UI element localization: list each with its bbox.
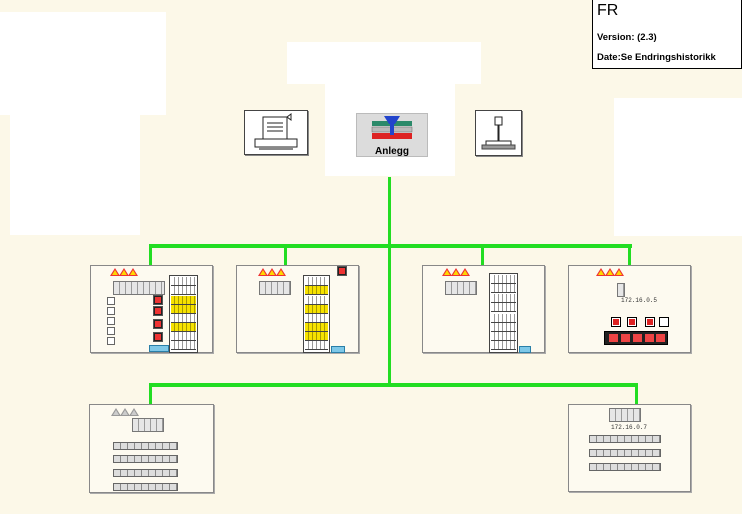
warning-icon — [110, 268, 120, 276]
io-indicator — [107, 337, 115, 345]
network-drop-2 — [284, 244, 287, 266]
station-5[interactable] — [89, 404, 214, 493]
warning-icon — [129, 408, 139, 416]
warning-icon — [119, 268, 129, 276]
io-bar — [113, 442, 178, 450]
station-1[interactable] — [90, 265, 213, 353]
plc-module — [259, 281, 291, 295]
io-indicator — [107, 327, 115, 335]
warning-icon — [276, 268, 286, 276]
alarm-indicator — [153, 332, 163, 342]
plc-module — [132, 418, 164, 432]
io-indicator — [107, 317, 115, 325]
warning-icon — [451, 268, 461, 276]
network-drop-3 — [481, 244, 484, 266]
warning-icon — [128, 268, 138, 276]
status-bar — [519, 346, 531, 353]
io-bar — [589, 449, 661, 457]
plc-module — [445, 281, 477, 295]
ip-address-label: 172.16.0.5 — [621, 297, 658, 304]
warning-icon — [267, 268, 277, 276]
network-drop-6 — [635, 383, 638, 405]
io-indicator — [107, 297, 115, 305]
anlegg-button[interactable]: Anlegg — [356, 113, 428, 157]
io-rack — [303, 275, 330, 353]
joystick-icon — [481, 116, 516, 150]
io-bar — [589, 463, 661, 471]
blank-panel-left-bottom — [10, 115, 140, 235]
network-drop-1 — [149, 244, 152, 266]
station-4[interactable]: 172.16.0.5 — [568, 265, 691, 353]
alarm-indicator — [645, 317, 655, 327]
io-bar — [113, 455, 178, 463]
alarm-indicator — [611, 317, 621, 327]
status-bar — [331, 346, 345, 353]
ip-address-label: 172.16.0.7 — [611, 424, 648, 431]
io-bar — [113, 469, 178, 477]
date-label: Date:Se Endringshistorikk — [597, 52, 716, 63]
blank-panel-right — [614, 98, 742, 236]
alarm-indicator — [337, 266, 347, 276]
warning-icon — [460, 268, 470, 276]
warning-icon — [258, 268, 268, 276]
info-title: FR — [597, 2, 619, 19]
plc-module — [617, 283, 625, 297]
plc-module — [113, 281, 165, 295]
plc-module — [609, 408, 641, 422]
io-bar — [589, 435, 661, 443]
io-bar — [113, 483, 178, 491]
version-label: Version: (2.3) — [597, 32, 657, 43]
warning-icon — [605, 268, 615, 276]
network-trunk — [388, 177, 391, 386]
station-3[interactable] — [422, 265, 545, 353]
alarm-indicator — [627, 317, 637, 327]
alarm-panel — [604, 331, 668, 345]
io-rack — [169, 275, 198, 353]
warning-icon — [614, 268, 624, 276]
io-rack — [489, 273, 518, 353]
joystick-button[interactable] — [475, 110, 522, 156]
alarm-indicator — [153, 319, 163, 329]
io-indicator — [107, 307, 115, 315]
warning-icon — [111, 408, 121, 416]
status-indicator — [659, 317, 669, 327]
warning-icon — [120, 408, 130, 416]
alarm-indicator — [153, 306, 163, 316]
blank-panel-left-top — [0, 12, 166, 115]
plant-icon — [371, 116, 413, 139]
alarm-indicator — [153, 295, 163, 305]
info-box: FR Version: (2.3) Date:Se Endringshistor… — [592, 0, 742, 69]
network-drop-4 — [628, 244, 631, 266]
blank-panel-top-center — [287, 42, 481, 84]
network-bus-upper — [149, 244, 632, 248]
print-button[interactable] — [244, 110, 308, 155]
station-6[interactable]: 172.16.0.7 — [568, 404, 691, 492]
status-bar — [149, 345, 169, 352]
station-2[interactable] — [236, 265, 359, 353]
warning-icon — [442, 268, 452, 276]
printer-icon — [254, 113, 298, 150]
anlegg-label: Anlegg — [375, 146, 409, 157]
warning-icon — [596, 268, 606, 276]
network-bus-lower — [149, 383, 638, 387]
network-drop-5 — [149, 383, 152, 407]
